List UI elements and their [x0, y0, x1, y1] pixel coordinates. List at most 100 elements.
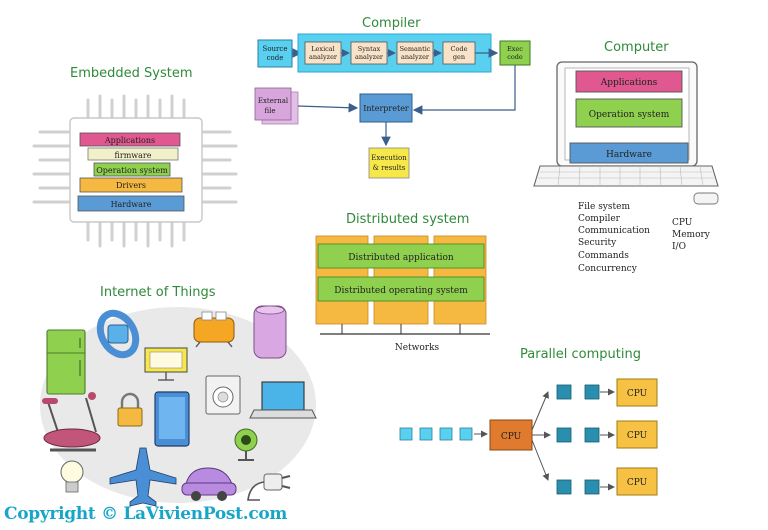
lexical-label-2: analyzer	[309, 53, 338, 61]
smart-lock-icon	[117, 392, 143, 427]
execution-results-box	[368, 147, 410, 179]
iot-section: Internet of Things	[40, 285, 317, 507]
cpu-label-2: CPU	[627, 431, 648, 441]
os-function-commands: Commands	[578, 251, 629, 261]
semantic-label-2: analyzer	[401, 53, 430, 61]
source-code-box	[257, 39, 293, 68]
hw-function-io: I/O	[672, 242, 686, 252]
computer-os-layer	[575, 98, 683, 128]
source-code-label-2: code	[267, 54, 284, 62]
keyboard	[533, 165, 719, 187]
cpu-box-3	[616, 467, 658, 496]
branch-2-task-2	[584, 427, 600, 443]
smartwatch-icon	[96, 309, 140, 359]
computer-title: Computer	[604, 40, 669, 55]
cpu-box-1	[616, 378, 658, 407]
display-monitor-icon	[144, 347, 188, 381]
exercise-bike-icon	[42, 392, 101, 452]
light-bulb-icon	[60, 460, 84, 493]
washing-machine-icon	[205, 375, 241, 415]
networks-label: Networks	[395, 343, 440, 353]
mouse	[693, 192, 719, 205]
computer-applications-layer	[575, 70, 683, 93]
distributed-section: Distributed system Distributed applicati…	[315, 212, 490, 353]
branch-3-task-1	[556, 479, 572, 495]
os-function-concurrency: Concurrency	[578, 264, 638, 274]
execution-label-2: & results	[373, 164, 406, 172]
smart-plug-icon	[247, 473, 291, 501]
interpreter-box	[359, 93, 413, 123]
computer-hardware-layer	[569, 142, 689, 164]
keyboard-keys	[538, 165, 714, 187]
arrow-dispatcher-to-branch-3	[531, 439, 550, 481]
os-function-compiler: Compiler	[578, 214, 621, 224]
distributed-application-layer	[317, 243, 485, 269]
external-label-1: External	[258, 97, 289, 105]
cpu-label-1: CPU	[627, 389, 648, 399]
computer-section: Computer Applications Operation system H…	[533, 40, 719, 274]
smart-car-icon	[181, 467, 237, 501]
branch-3-task-2	[584, 479, 600, 495]
branch-2-task-1	[556, 427, 572, 443]
syntax-label-1: Syntax	[358, 45, 381, 53]
arrow-dispatcher-to-branch-1	[531, 391, 549, 431]
execution-label-1: Execution	[371, 154, 407, 162]
branch-1-task-2	[584, 384, 600, 400]
distributed-application-label: Distributed application	[348, 253, 454, 263]
hw-function-cpu: CPU	[672, 218, 693, 228]
embedded-drivers-label: Drivers	[116, 181, 146, 190]
cpu-box-2	[616, 420, 658, 449]
parallel-title: Parallel computing	[520, 347, 641, 362]
input-task-3	[439, 427, 453, 441]
codegen-label-1: Code	[451, 45, 468, 53]
branch-1-task-1	[556, 384, 572, 400]
airplane-icon	[109, 447, 177, 507]
dispatcher-cpu-label: CPU	[501, 432, 522, 442]
distributed-os-layer	[317, 276, 485, 302]
distributed-title: Distributed system	[346, 212, 469, 227]
tablet-icon	[154, 391, 190, 447]
syntax-label-2: analyzer	[355, 53, 384, 61]
cpu-label-3: CPU	[627, 478, 648, 488]
exec-code-box	[499, 40, 531, 66]
input-task-4	[459, 427, 473, 441]
embedded-os-label: Operation system	[96, 166, 168, 175]
lexical-label-1: Lexical	[311, 45, 335, 53]
input-task-2	[419, 427, 433, 441]
embedded-os-layer	[93, 162, 171, 177]
smart-speaker-icon	[253, 305, 287, 359]
distributed-os-label: Distributed operating system	[334, 286, 468, 296]
embedded-firmware-layer	[87, 147, 179, 161]
computer-os-label: Operation system	[589, 110, 670, 120]
exec-label-1: Exec	[507, 45, 523, 53]
compiler-title: Compiler	[362, 16, 421, 31]
fridge-icon	[46, 329, 86, 395]
os-function-security: Security	[578, 238, 617, 248]
embedded-hardware-label: Hardware	[111, 200, 152, 209]
arrow-exec-to-interpreter	[412, 65, 516, 115]
embedded-section: Embedded System Applications firmware O	[32, 66, 238, 248]
source-code-label-1: Source	[263, 45, 288, 53]
laptop-icon	[249, 381, 317, 419]
external-label-2: file	[264, 107, 275, 115]
embedded-hardware-layer	[77, 195, 185, 212]
os-function-communication: Communication	[578, 226, 650, 236]
exec-label-2: code	[507, 53, 523, 61]
input-task-1	[399, 427, 413, 441]
embedded-drivers-layer	[79, 177, 183, 193]
chip-pins	[32, 94, 238, 248]
embedded-applications-label: Applications	[104, 136, 155, 145]
iot-title: Internet of Things	[100, 285, 216, 300]
copyright-watermark: Copyright © LaVivienPost.com	[4, 504, 288, 524]
external-file-box	[254, 87, 292, 121]
toaster-icon	[193, 311, 235, 348]
codegen-label-2: gen	[453, 53, 465, 61]
parallel-section: Parallel computing CPU CPU CPU CPU	[399, 347, 658, 496]
computer-applications-label: Applications	[600, 78, 658, 88]
arrow-external-to-interpreter	[297, 102, 359, 113]
os-function-file-system: File system	[578, 202, 630, 212]
embedded-firmware-label: firmware	[115, 151, 152, 160]
webcam-icon	[234, 428, 258, 461]
embedded-applications-layer	[79, 132, 181, 147]
